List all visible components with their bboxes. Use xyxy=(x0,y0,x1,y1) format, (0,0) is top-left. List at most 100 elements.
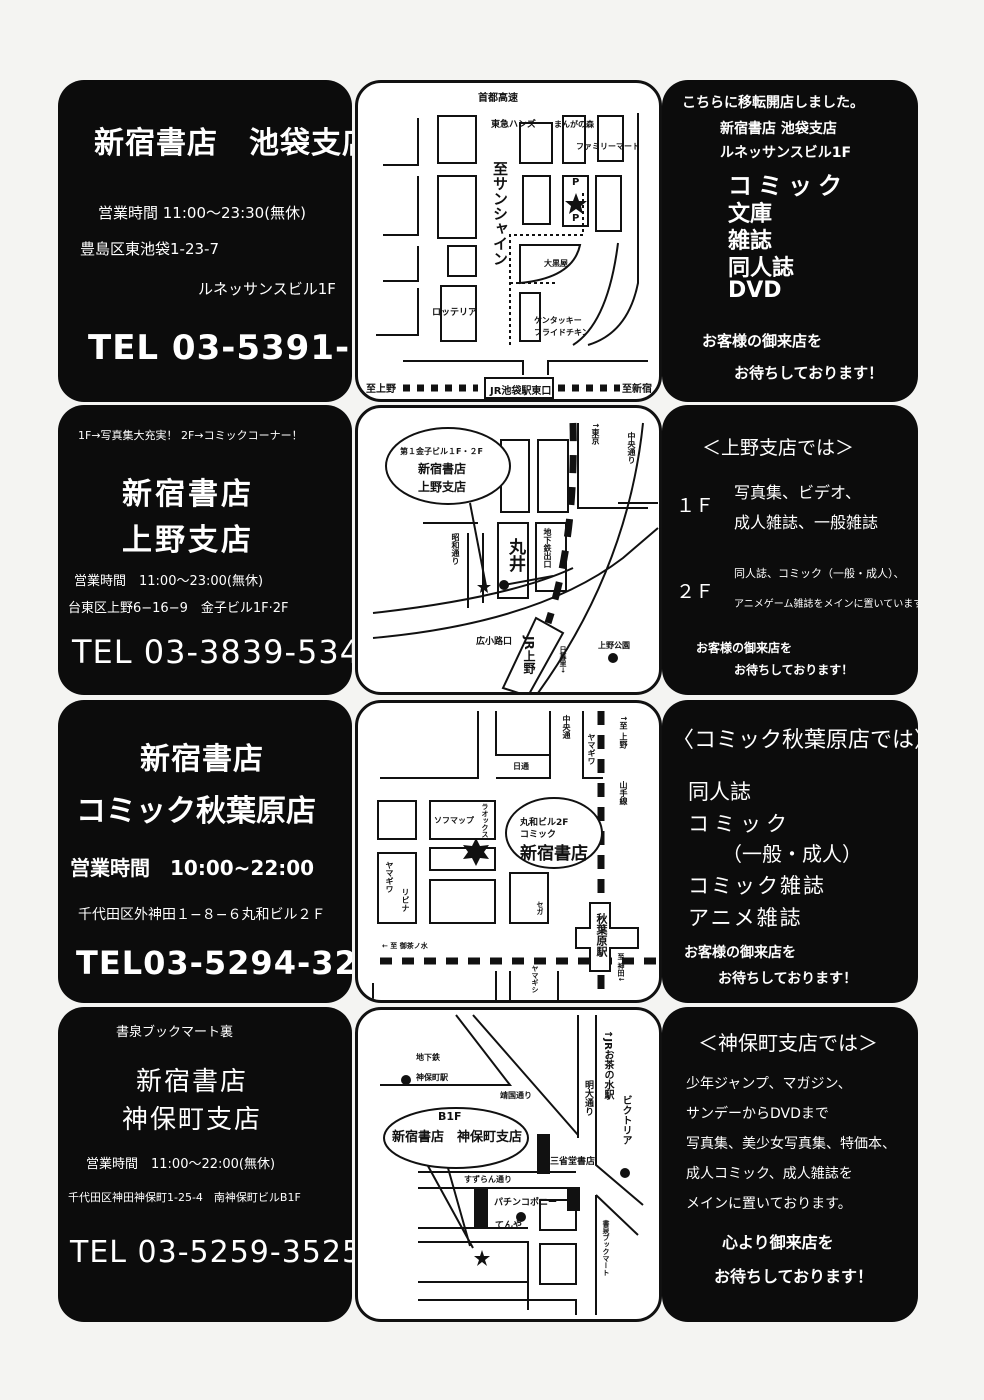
item: コミック xyxy=(688,812,792,836)
map-streets xyxy=(372,711,658,1000)
akihabara-store-card: 新宿書店 コミック秋葉原店 営業時間 10:00~22:00 千代田区外神田１−… xyxy=(58,700,352,1003)
footer-line: 心より御来店を xyxy=(722,1233,834,1252)
map-label: ビクトリア xyxy=(620,1095,631,1145)
info-line: 少年ジャンプ、マガジン、 xyxy=(686,1076,852,1092)
map-label: B1F xyxy=(438,1110,462,1123)
map-label: ↑東京 xyxy=(591,422,600,445)
map-label: 広小路口 xyxy=(476,637,513,647)
ueno-store-card: 1F→写真集大充実！ 2F→コミックコーナー！ 新宿書店 上野支店 営業時間 1… xyxy=(58,405,352,695)
parking-label: P xyxy=(572,213,580,224)
floor-line: 写真集、ビデオ、 xyxy=(734,483,862,502)
map-streets xyxy=(372,422,659,692)
footer-line: お待ちしております！ xyxy=(734,364,884,382)
map-label: フライドチキン xyxy=(534,328,590,337)
map-label: ラオックス xyxy=(481,803,489,838)
store-tel: TEL 03-5391-6231 xyxy=(88,328,352,368)
item: アニメ雑誌 xyxy=(688,906,803,930)
map-label: 東急ハンズ xyxy=(491,120,536,130)
map-label: JR上野 xyxy=(522,636,536,674)
map-label: パチンコポニー xyxy=(494,1198,558,1208)
footer-line: お待ちしております！ xyxy=(718,971,858,987)
map-label: セガ xyxy=(536,901,544,915)
map-label: 神保町駅 xyxy=(416,1073,448,1082)
map-label: 上野公園 xyxy=(598,641,630,650)
footer-line: お待ちしております！ xyxy=(734,663,854,677)
map-label: リビナ xyxy=(401,888,410,912)
map-label: 新宿書店 xyxy=(418,462,467,476)
ikebukuro-map: 首都高速 東急ハンズ まんがの森 ファミリーマート 至サンシャイン 大黒屋 ロッ… xyxy=(355,80,662,402)
store-branch: 神保町支店 xyxy=(122,1105,263,1135)
info-title: 〈コミック秋葉原店では〉 xyxy=(672,728,918,753)
moved-notice: こちらに移転開店しました。 xyxy=(682,95,864,111)
item: 同人誌 xyxy=(688,780,751,804)
map-label: ソフマップ xyxy=(434,816,474,825)
map-label: 至サンシャイン xyxy=(491,161,509,266)
store-building: ルネッサンスビル1F xyxy=(198,280,336,298)
map-label: 書泉ブックマート xyxy=(602,1220,610,1276)
info-title: ＜上野支店では＞ xyxy=(702,437,855,459)
map-label: 地下鉄 xyxy=(416,1053,440,1062)
ueno-map: 第１金子ビル１F・２F 新宿書店 上野支店 ↑東京 中央通り 昭和通り 丸井 地… xyxy=(355,405,662,695)
ikebukuro-store-card: 新宿書店 池袋支店 営業時間 11:00〜23:30(無休) 豊島区東池袋1-2… xyxy=(58,80,352,402)
item: 雑誌 xyxy=(728,229,773,254)
store-address: 千代田区外神田１−８−６丸和ビル２Ｆ xyxy=(78,907,326,923)
map-label: コミック xyxy=(520,830,557,840)
store-tagline: 1F→写真集大充実！ 2F→コミックコーナー！ xyxy=(78,429,303,442)
item: （一般・成人） xyxy=(722,842,862,866)
map-label: ファミリーマート xyxy=(576,142,640,151)
map-label: 上野支店 xyxy=(418,480,467,494)
map-label: 山手線 xyxy=(619,781,628,805)
info-line: サンデーからDVDまで xyxy=(686,1106,829,1122)
map-label: ↑JRお茶の水駅 xyxy=(602,1030,613,1100)
info-title: ＜神保町支店では＞ xyxy=(698,1031,878,1055)
map-label: 中央通 xyxy=(562,715,571,739)
map-label: 日暮里→ xyxy=(559,646,567,673)
map-label: 三省堂書店 xyxy=(550,1157,596,1167)
map-label: てんや xyxy=(495,1221,523,1231)
map-label: ロッテリア xyxy=(432,308,478,318)
store-tel: TEL 03-5259-3525 xyxy=(70,1235,352,1270)
map-label: 丸井 xyxy=(505,538,525,572)
ikebukuro-info-card: こちらに移転開店しました。 新宿書店 池袋支店 ルネッサンスビル1F コミック … xyxy=(662,80,918,402)
map-label: 地下鉄出口 xyxy=(543,528,552,568)
store-hours: 営業時間 11:00〜22:00(無休) xyxy=(86,1157,276,1172)
footer-line: お客様の御来店を xyxy=(684,945,796,961)
map-label: 日通 xyxy=(513,762,529,771)
map-label: 秋葉原駅 xyxy=(595,913,608,957)
map-label: ↑至 上野 xyxy=(619,715,628,749)
store-name: 新宿書店 池袋支店 xyxy=(94,126,352,161)
map-streets xyxy=(380,1014,644,1315)
store-hours: 営業時間 11:00〜23:00(無休) xyxy=(74,574,264,589)
jimbocho-info-card: ＜神保町支店では＞ 少年ジャンプ、マガジン、 サンデーからDVDまで 写真集、美… xyxy=(662,1007,918,1322)
map-label: ← 至 御茶ノ水 xyxy=(382,942,428,950)
map-label: 靖国通り xyxy=(500,1091,532,1100)
map-label: 明大通り xyxy=(583,1080,593,1116)
map-label: 至上野 xyxy=(366,384,396,395)
store-branch: コミック秋葉原店 xyxy=(76,794,316,829)
info-line: 写真集、美少女写真集、特価本、 xyxy=(686,1136,896,1152)
map-label: ヤマギシ xyxy=(531,965,539,993)
footer-line: お待ちしております！ xyxy=(714,1267,874,1286)
item: 同人誌 xyxy=(728,256,795,281)
ueno-info-card: ＜上野支店では＞ １Ｆ 写真集、ビデオ、 成人雑誌、一般雑誌 ２Ｆ 同人誌、コミ… xyxy=(662,405,918,695)
floor-line: アニメゲーム雑誌をメインに置いています。 xyxy=(734,599,918,610)
info-building: ルネッサンスビル1F xyxy=(720,145,852,161)
map-label: 至新宿 xyxy=(622,384,652,395)
info-store: 新宿書店 池袋支店 xyxy=(720,121,837,137)
footer-line: お客様の御来店を xyxy=(696,641,793,655)
info-line: 成人コミック、成人雑誌を xyxy=(686,1166,853,1182)
store-hours: 営業時間 11:00〜23:30(無休) xyxy=(98,204,306,222)
store-tel: TEL 03-3839-5340 xyxy=(72,633,352,671)
parking-label: P xyxy=(572,177,580,188)
item: DVD xyxy=(728,278,782,303)
store-name: 新宿書店 xyxy=(122,477,254,512)
jimbocho-map: 地下鉄 神保町駅 靖国通り 明大通り ↑JRお茶の水駅 ビクトリア B1F 新宿… xyxy=(355,1007,662,1322)
store-name: 新宿書店 xyxy=(136,1067,249,1097)
map-label: 昭和通り xyxy=(451,533,460,565)
item: コミック雑誌 xyxy=(688,874,826,898)
akihabara-map: 中央通 ヤマギワ ↑至 上野 日通 山手線 ソフマップ ラオックス 丸和ビル2F… xyxy=(355,700,662,1003)
item: 文庫 xyxy=(728,202,773,227)
store-branch: 上野支店 xyxy=(122,523,254,558)
map-label: JR池袋駅東口 xyxy=(490,386,552,397)
map-label: ヤマギワ xyxy=(587,733,596,765)
